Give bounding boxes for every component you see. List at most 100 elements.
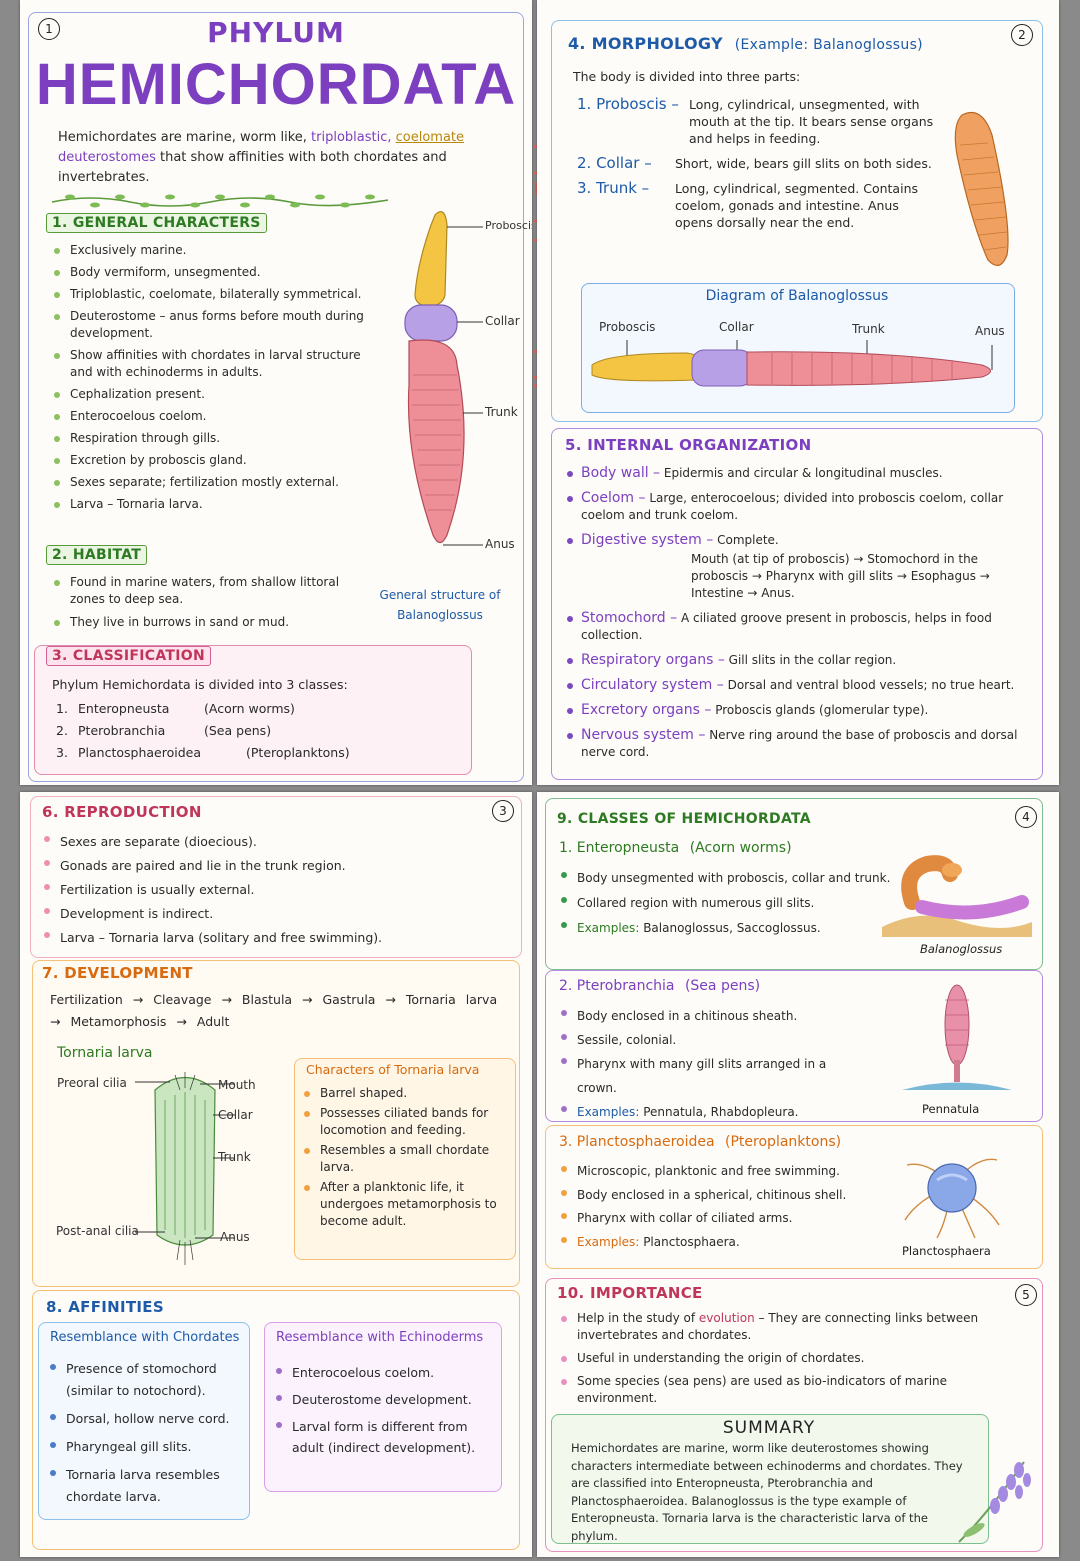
pterobranchia-item: Sessile, colonial. — [557, 1028, 847, 1052]
phylum-label: PHYLUM — [207, 16, 345, 49]
pterobranchia-item: Body enclosed in a chitinous sheath. — [557, 1004, 847, 1028]
reproduction-item: Fertilization is usually external. — [40, 878, 510, 902]
internal-item: Circulatory system – Dorsal and ventral … — [563, 677, 1033, 694]
bullet-icon — [54, 480, 60, 486]
part-name: 1. Proboscis – — [577, 95, 679, 113]
bullet-icon — [561, 1166, 567, 1172]
echinoderm-affinity-text: Larval form is different from adult (ind… — [292, 1419, 476, 1455]
development-heading: 7. DEVELOPMENT — [42, 964, 193, 982]
morphology-intro: The body is divided into three parts: — [573, 69, 801, 84]
general-character-item: Deuterostome – anus forms before mouth d… — [50, 308, 380, 342]
internal-term: Stomochord – — [581, 610, 678, 626]
page-title: HEMICHORDATA — [35, 52, 517, 117]
general-character-item: Sexes separate; fertilization mostly ext… — [50, 474, 380, 491]
bullet-icon — [561, 872, 567, 878]
classification-row: 1.Enteropneusta(Acorn worms) — [56, 698, 456, 720]
part-desc: Long, cylindrical, unsegmented, with mou… — [689, 97, 934, 146]
intro-text-1: Hemichordates are marine, worm like, — [58, 130, 312, 145]
intro-text-2: that show affinities — [155, 150, 285, 165]
chordate-affinity-item: Tornaria larva resembles chordate larva. — [46, 1464, 242, 1508]
tornaria-character-item: After a planktonic life, it undergoes me… — [300, 1179, 510, 1230]
internal-desc: Dorsal and ventral blood vessels; no tru… — [727, 678, 1015, 692]
bullet-icon — [304, 1185, 310, 1191]
importance-evolution: evolution — [698, 1311, 755, 1325]
general-character-text: Triploblastic, coelomate, bilaterally sy… — [70, 287, 362, 301]
examples-label: Examples: — [577, 1234, 640, 1249]
reproduction-text: Sexes are separate (dioecious). — [60, 834, 257, 849]
general-character-text: Exclusively marine. — [70, 243, 187, 257]
tornaria-character-item: Possesses ciliated bands for locomotion … — [300, 1105, 510, 1139]
pterobranchia-list: Body enclosed in a chitinous sheath. Sess… — [557, 1004, 847, 1124]
acorn-worm-illustration — [882, 855, 1032, 937]
bullet-icon — [276, 1368, 282, 1374]
importance-text-2: Useful in understanding the origin of ch… — [577, 1351, 865, 1365]
vine-divider-icon — [51, 194, 389, 208]
importance-item-2: Useful in understanding the origin of ch… — [557, 1350, 997, 1367]
bullet-icon — [44, 860, 50, 866]
reproduction-heading: 6. REPRODUCTION — [42, 803, 202, 821]
tornaria-label-mouth: Mouth — [218, 1078, 256, 1092]
part-desc: Long, cylindrical, segmented. Contains c… — [675, 181, 918, 230]
planctosphaeroidea-name: 3. Planctosphaeroidea — [559, 1134, 715, 1150]
pterobranchia-text: Pharynx with many gill slits arranged in… — [577, 1057, 827, 1095]
importance-list: Help in the study of evolution – They ar… — [557, 1310, 997, 1407]
general-character-item: Enterocoelous coelom. — [50, 408, 380, 425]
internal-term: Body wall – — [581, 465, 661, 481]
tornaria-character-text: Barrel shaped. — [320, 1086, 408, 1100]
morphology-heading: 4. MORPHOLOGY (Example: Balanoglossus) — [568, 34, 923, 53]
bullet-icon — [567, 538, 573, 544]
page-number-5: 5 — [1015, 1284, 1037, 1306]
intro-deuterostomes: deuterostomes — [58, 150, 156, 165]
page-2: 2 4. MORPHOLOGY (Example: Balanoglossus)… — [537, 0, 1059, 785]
bullet-icon — [561, 1236, 567, 1243]
tornaria-characters-heading: Characters of Tornaria larva — [306, 1062, 480, 1077]
page-number-3: 3 — [492, 800, 514, 822]
classification-row: 3.Planctosphaeroidea(Pteroplanktons) — [56, 742, 456, 764]
intro-paragraph: Hemichordates are marine, worm like, tri… — [58, 128, 478, 188]
bullet-icon — [54, 458, 60, 464]
internal-desc: Gill slits in the collar region. — [728, 653, 897, 667]
bullet-icon — [561, 1034, 567, 1040]
morphology-title: 4. MORPHOLOGY — [568, 34, 723, 53]
internal-item: Respiratory organs – Gill slits in the c… — [563, 652, 1033, 669]
reproduction-list: Sexes are separate (dioecious).Gonads ar… — [40, 830, 510, 950]
habitat-item: Found in marine waters, from shallow lit… — [50, 574, 350, 608]
balanoglossus-diagram — [591, 340, 993, 387]
bullet-icon — [567, 496, 573, 502]
bullet-icon — [304, 1148, 310, 1154]
tornaria-character-text: After a planktonic life, it undergoes me… — [320, 1180, 497, 1228]
tornaria-character-item: Resembles a small chordate larva. — [300, 1142, 510, 1176]
planctosphaeroidea-title: 3. Planctosphaeroidea (Pteroplanktons) — [559, 1134, 841, 1150]
tornaria-label-preoral: Preoral cilia — [57, 1076, 127, 1090]
general-character-text: Deuterostome – anus forms before mouth d… — [70, 309, 364, 340]
part-name: 2. Collar – — [577, 154, 652, 172]
general-character-text: Sexes separate; fertilization mostly ext… — [70, 475, 339, 489]
classification-heading: 3. CLASSIFICATION — [46, 646, 211, 666]
general-character-item: Body vermiform, unsegmented. — [50, 264, 380, 281]
planctosphaeroidea-text: Pharynx with collar of ciliated arms. — [577, 1211, 793, 1225]
enteropneusta-name: 1. Enteropneusta — [559, 840, 680, 856]
tornaria-label-postanal: Post-anal cilia — [56, 1224, 139, 1238]
internal-box — [551, 428, 1043, 780]
bullet-icon — [54, 270, 60, 276]
importance-item-1: Help in the study of evolution – They ar… — [557, 1310, 997, 1344]
classification-box — [34, 645, 472, 775]
habitat-heading: 2. HABITAT — [46, 545, 148, 565]
bullet-icon — [567, 708, 573, 714]
chordate-affinity-item: Presence of stomochord (similar to notoc… — [46, 1358, 242, 1402]
class-number: 3. — [56, 745, 68, 760]
planctosphaeroidea-list: Microscopic, planktonic and free swimmin… — [557, 1160, 887, 1254]
intro-text-3: with both chordates and invertebrates. — [58, 150, 447, 185]
classes-heading: 9. CLASSES OF HEMICHORDATA — [557, 811, 811, 827]
bullet-icon — [561, 1106, 567, 1112]
internal-desc: Epidermis and circular & longitudinal mu… — [663, 466, 943, 480]
bullet-icon — [304, 1091, 310, 1097]
pterobranchia-text: Sessile, colonial. — [577, 1033, 677, 1047]
c2-examples: Examples: Pennatula, Rhabdopleura. — [557, 1100, 847, 1124]
examples-label: Examples: — [577, 1105, 640, 1119]
bullet-icon — [50, 1364, 56, 1370]
chordates-box — [38, 1322, 250, 1520]
echinoderm-affinity-item: Enterocoelous coelom. — [272, 1362, 492, 1383]
bullet-icon — [54, 314, 60, 320]
class-number: 2. — [56, 723, 68, 738]
